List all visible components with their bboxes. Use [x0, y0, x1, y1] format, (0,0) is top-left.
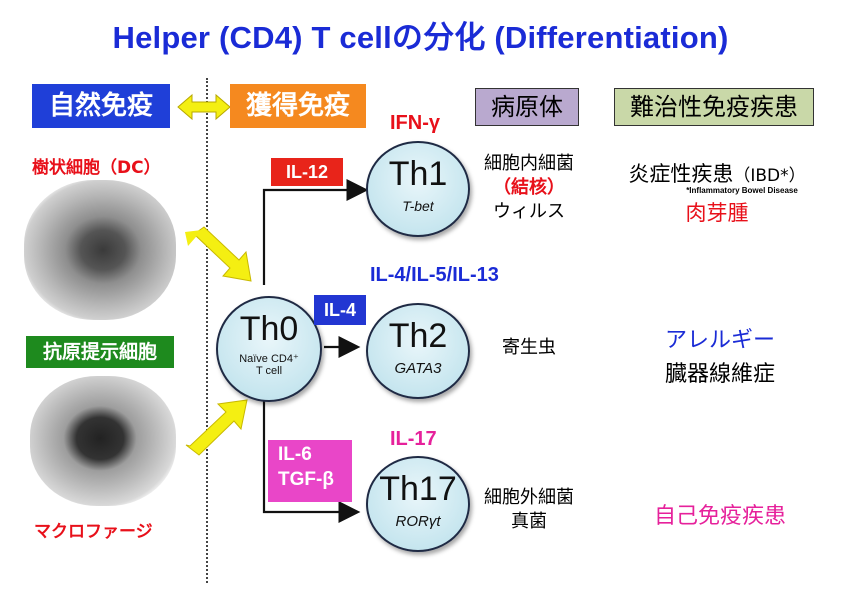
page-title: Helper (CD4) T cellの分化 (Differentiation) [112, 20, 729, 55]
apc-label-box: 抗原提示細胞 [26, 336, 174, 368]
th1-pathogen: 細胞内細菌 （結核） ウィルス [470, 152, 588, 224]
ifn-gamma-label: IFN-γ [390, 112, 440, 134]
th17-pathogen-line2: 真菌 [511, 511, 547, 532]
th2-cell: Th2 GATA3 [366, 303, 470, 399]
th2-disease-line2: 臓器線維症 [664, 362, 775, 387]
il6-tgfb-tag: IL-6 TGF-β [268, 440, 352, 502]
th17-name: Th17 [379, 470, 457, 508]
il6-label: IL-6 [278, 444, 312, 465]
il12-tag: IL-12 [270, 157, 344, 187]
th1-pathogen-line1: 細胞内細菌 [484, 153, 574, 174]
dendritic-cell-label: 樹状細胞（DC） [32, 158, 161, 178]
th0-sub1: Naïve CD4⁺ [239, 353, 299, 365]
yellow-arrow-dc [185, 226, 252, 282]
th0-name: Th0 [239, 310, 299, 348]
th1-disease-note: *Inflammatory Bowel Disease [686, 186, 798, 195]
th1-disease-main: 炎症性疾患 [628, 162, 734, 186]
il17-label: IL-17 [390, 428, 437, 450]
th2-cytokine-label: IL-4/IL-5/IL-13 [370, 264, 499, 286]
th0-sub2: T cell [255, 365, 283, 377]
th1-disease-extra: 肉芽腫 [685, 201, 749, 225]
innate-adaptive-divider [206, 78, 208, 583]
th17-cell: Th17 RORγt [366, 456, 470, 552]
innate-immunity-header: 自然免疫 [32, 84, 170, 128]
th17-pathogen: 細胞外細菌 真菌 [470, 486, 588, 534]
pathogen-header: 病原体 [475, 88, 579, 126]
th17-factor: RORγt [395, 513, 441, 530]
il4-tag: IL-4 [314, 295, 366, 325]
yellow-arrow-macrophage [185, 399, 248, 456]
th1-disease-abbr: （IBD*） [733, 166, 806, 186]
th17-pathogen-line1: 細胞外細菌 [484, 487, 574, 508]
th2-disease-line1: アレルギー [664, 328, 775, 353]
th2-factor: GATA3 [394, 360, 442, 377]
macrophage-image [30, 376, 176, 506]
dendritic-cell-image [24, 180, 176, 320]
th2-pathogen: 寄生虫 [502, 337, 556, 358]
macrophage-label: マクロファージ [34, 522, 153, 542]
refractory-disease-header: 難治性免疫疾患 [614, 88, 814, 126]
th0-cell: Th0 Naïve CD4⁺ T cell [216, 296, 322, 402]
th2-name: Th2 [388, 317, 448, 355]
th1-name: Th1 [388, 155, 448, 193]
th17-disease: 自己免疫疾患 [653, 504, 786, 529]
th1-pathogen-line3: ウィルス [493, 201, 565, 222]
tgfb-label: TGF-β [278, 469, 334, 490]
th1-factor: T-bet [402, 198, 434, 214]
th0-branch-lines [262, 179, 369, 523]
th1-cell: Th1 T-bet [366, 141, 470, 237]
th2-disease: アレルギー 臓器線維症 [630, 322, 810, 388]
th1-pathogen-line2: （結核） [493, 177, 565, 198]
adaptive-immunity-header: 獲得免疫 [230, 84, 366, 128]
apc-label: 抗原提示細胞 [42, 341, 157, 363]
th1-disease: 炎症性疾患（IBD*） *Inflammatory Bowel Disease … [612, 158, 822, 227]
